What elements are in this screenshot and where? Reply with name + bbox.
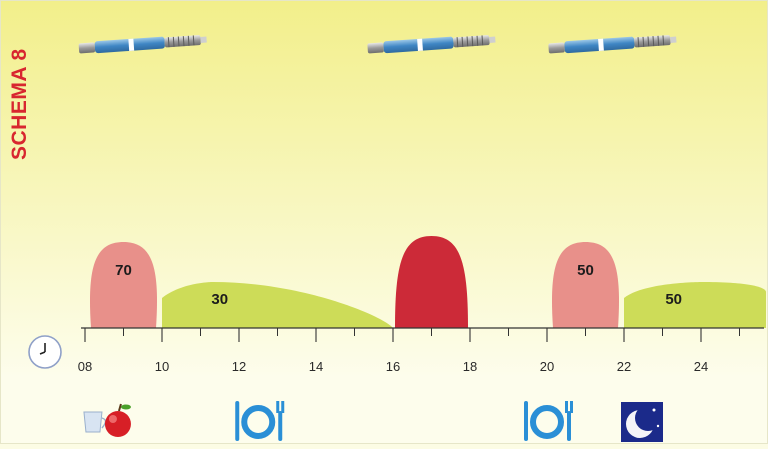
insulin-pen-noon — [367, 35, 496, 54]
dose-label: 50 — [577, 262, 594, 279]
axis-tick-label: 22 — [617, 359, 631, 374]
dose-curve-50-intermediate — [624, 282, 766, 328]
plate-icon — [241, 405, 276, 439]
dose-label: 30 — [211, 291, 228, 308]
axis-tick-label: 12 — [232, 359, 246, 374]
axis-tick-label: 24 — [694, 359, 708, 374]
star-icon — [656, 424, 660, 428]
axis-tick-label: 08 — [78, 359, 92, 374]
pen-window — [128, 38, 135, 51]
pen-cap — [367, 42, 384, 54]
breakfast-icon — [83, 403, 131, 437]
plate-icon — [530, 405, 564, 439]
meal-icons-layer — [83, 401, 663, 442]
axis-tick-label: 20 — [540, 359, 554, 374]
pen-window — [417, 38, 423, 51]
dose-label: 70 — [115, 262, 132, 279]
apple-shine — [108, 415, 117, 423]
pen-dial-tick — [167, 37, 170, 48]
pen-cap — [78, 42, 96, 54]
pen-dial-tick — [192, 35, 195, 46]
knife-icon — [524, 401, 528, 441]
lunch-plate-icon — [235, 401, 285, 441]
pen-dial-tick — [466, 36, 469, 47]
pen-dial-tick — [172, 36, 175, 47]
time-axis: 08 10 12 14 16 18 20 22 24 — [28, 327, 764, 374]
dose-curve-30 — [162, 282, 393, 328]
pen-dial-tick — [182, 36, 185, 47]
curves-layer: 70 30 50 50 — [89, 236, 766, 328]
pen-window — [598, 38, 604, 51]
pen-dial-tick — [481, 35, 484, 46]
dose-curve-mixed — [395, 236, 468, 328]
pen-dial-tick — [637, 37, 640, 48]
pen-dial-tick — [647, 36, 650, 47]
pen-dial-tick — [456, 37, 459, 48]
axis-tick-label: 10 — [155, 359, 169, 374]
schema-title: SCHEMA 8 — [8, 48, 31, 160]
fork-prong — [276, 401, 280, 413]
dose-label: 50 — [665, 291, 682, 308]
clock-hand-hour — [39, 351, 46, 355]
pen-dial-tick — [177, 36, 180, 47]
axis-tick-label: 14 — [309, 359, 323, 374]
fork-prong — [570, 401, 573, 413]
pens-layer — [78, 35, 677, 54]
pen-dial-tick — [662, 35, 665, 46]
pen-cap — [548, 42, 565, 54]
pen-tip — [489, 36, 496, 43]
pen-dial-tick — [652, 36, 655, 47]
moon-shadow — [635, 405, 661, 431]
axis-tick-label: 16 — [386, 359, 400, 374]
fork-prong — [565, 401, 568, 413]
apple-leaf — [120, 404, 131, 410]
fork-icon — [278, 411, 283, 441]
clock-icon — [28, 335, 62, 369]
pen-dial-tick — [187, 35, 190, 46]
apple-icon — [104, 411, 131, 437]
axis-tick-label: 18 — [463, 359, 477, 374]
star-icon — [652, 408, 656, 412]
fork-icon — [567, 411, 571, 441]
insulin-pen-morning — [78, 35, 207, 54]
insulin-pen-evening — [548, 35, 677, 54]
pen-dial-tick — [461, 36, 464, 47]
pen-tip — [670, 36, 677, 43]
knife-icon — [235, 401, 240, 441]
pen-dial-tick — [657, 35, 660, 46]
pen-dial-tick — [642, 36, 645, 47]
fork-prong — [281, 401, 285, 413]
dinner-plate-icon — [524, 401, 573, 441]
pen-dial-tick — [471, 36, 474, 47]
apple-stem — [117, 403, 122, 412]
dose-curve-70 — [89, 242, 158, 328]
night-moon-icon — [621, 402, 663, 442]
pen-dial-tick — [476, 35, 479, 46]
dose-curve-50-rapid — [551, 242, 620, 328]
pen-tip — [200, 36, 207, 43]
cup-icon — [83, 411, 103, 433]
